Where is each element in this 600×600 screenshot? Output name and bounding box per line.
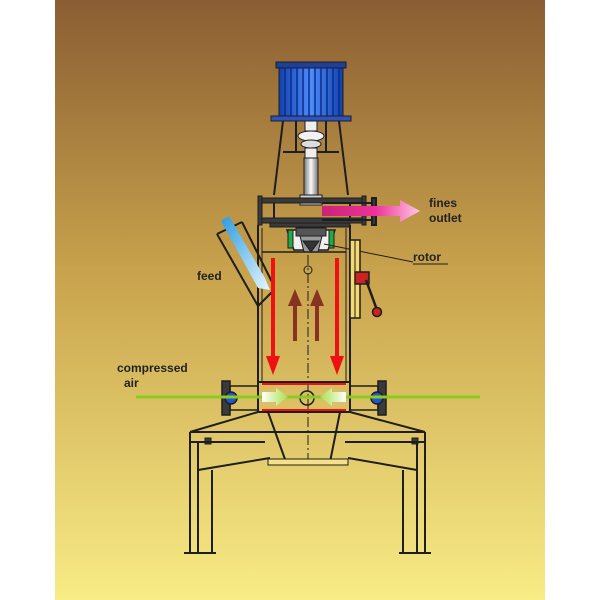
fines-outlet-label-line2: outlet: [429, 211, 462, 225]
compressed-air-label-line1: compressed: [117, 361, 188, 375]
coupling-icon: [297, 120, 325, 159]
air-jet-arrow-left: [262, 388, 288, 406]
feed-label: feed: [197, 269, 222, 283]
support-stand: [184, 441, 431, 554]
feed-flow-arrow: [221, 216, 270, 290]
rotor-leader-line: [323, 243, 414, 263]
up-flow-arrows: [288, 289, 324, 341]
compressed-air-label-line2: air: [124, 376, 139, 390]
rotor-shaft: [303, 157, 319, 201]
rotor-label: rotor: [413, 250, 441, 264]
motor-support-frame: [273, 120, 349, 196]
air-jet-arrow-right: [320, 388, 346, 406]
motor-icon: [270, 61, 352, 122]
fines-flow-arrow: [322, 200, 420, 222]
lever-icon: [349, 239, 383, 319]
down-flow-arrows: [266, 258, 344, 375]
fines-outlet-label-line1: fines: [429, 196, 457, 210]
feed-inlet: [216, 221, 273, 307]
